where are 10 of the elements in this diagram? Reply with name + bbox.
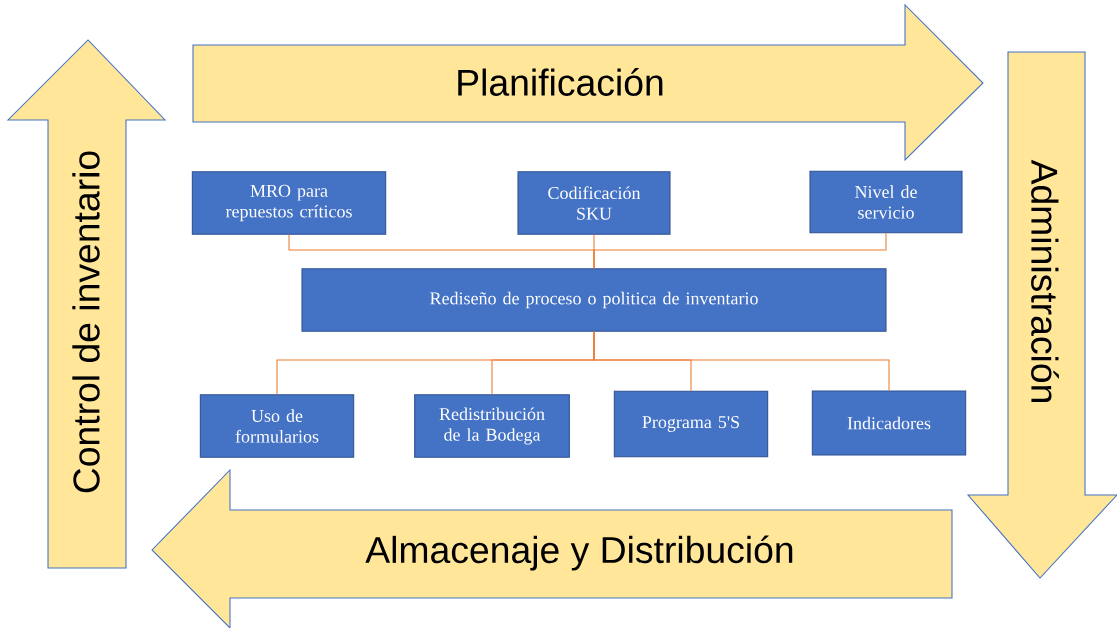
connector-line [593, 331, 890, 391]
process-box: Redistribución de la Bodega [414, 394, 570, 458]
process-box: Nivel de servicio [809, 170, 963, 234]
process-box: MRO para repuestos críticos [191, 171, 387, 235]
process-box: Codificación SKU [517, 171, 671, 235]
process-box: Uso de formularios [199, 394, 355, 458]
connector-line [593, 232, 887, 269]
process-box: Programa 5'S [613, 390, 769, 458]
process-box: Indicadores [811, 390, 967, 456]
process-box: Rediseño de proceso o politica de inventario [301, 268, 887, 332]
